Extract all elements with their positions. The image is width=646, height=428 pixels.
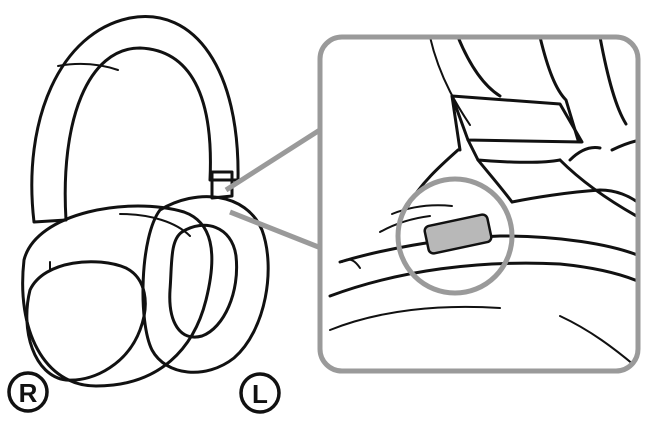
magnified-detail (328, 37, 638, 371)
left-circle-icon (239, 372, 281, 414)
magnified-callout-icon (317, 34, 641, 374)
right-label: R (19, 378, 38, 408)
headband (30, 15, 240, 224)
right-circle-icon (7, 371, 49, 413)
left-earcup (141, 195, 270, 374)
callout-connector (224, 123, 328, 253)
left-yoke (210, 170, 234, 200)
right-earcup (21, 204, 214, 388)
left-label: L (252, 379, 268, 409)
left-marker: L (239, 372, 281, 414)
right-marker: R (7, 371, 49, 413)
callout-frame (317, 34, 641, 374)
headphones-icon (21, 15, 270, 388)
sensor-highlight-ring (395, 176, 515, 296)
proximity-sensor-icon (423, 213, 493, 255)
